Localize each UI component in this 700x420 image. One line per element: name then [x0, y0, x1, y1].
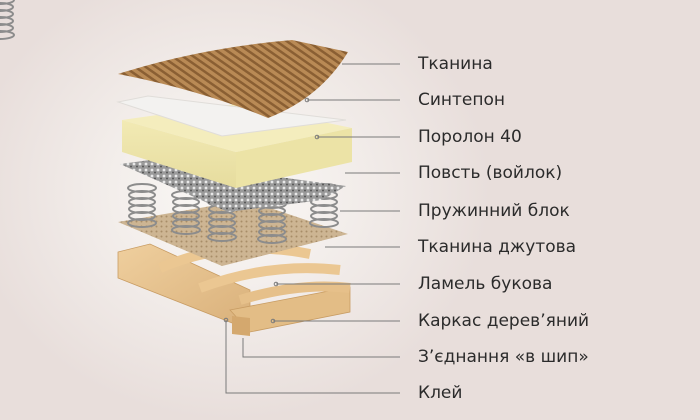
label-glue: Клей	[418, 383, 463, 403]
label-spring-block: Пружинний блок	[418, 201, 570, 221]
label-beech-slat: Ламель букова	[418, 274, 553, 294]
label-wooden-frame: Каркас дерев’яний	[418, 311, 590, 331]
top-fabric	[118, 40, 348, 118]
label-foam: Поролон 40	[418, 127, 522, 147]
label-felt: Повсть (войлок)	[418, 163, 563, 183]
label-tenon-joint: З’єднання «в шип»	[418, 347, 589, 367]
leader-lines	[223, 63, 400, 394]
label-sintepon: Синтепон	[418, 90, 506, 110]
sintepon-layer	[116, 95, 347, 137]
spring-block	[0, 0, 339, 244]
label-jute-fabric: Тканина джутова	[418, 237, 577, 257]
label-fabric: Тканина	[418, 54, 493, 74]
